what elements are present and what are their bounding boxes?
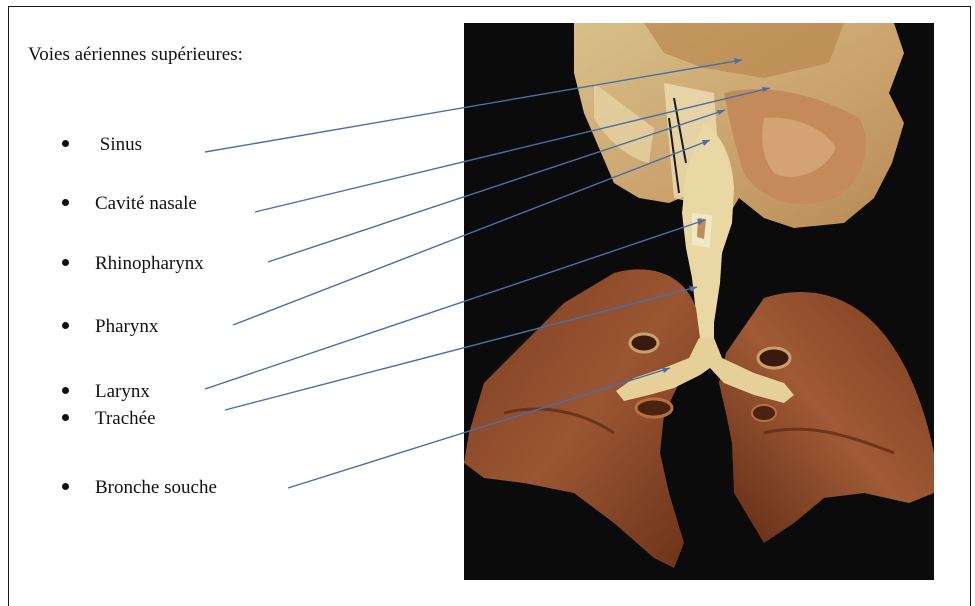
label-larynx: Larynx [95,381,150,402]
label-pharynx: Pharynx [95,316,158,337]
bullet-icon [62,199,69,206]
bullet-icon [62,259,69,266]
list-item-bronche-souche: Bronche souche [62,477,217,499]
bullet-icon [62,414,69,421]
bullet-icon [62,140,69,147]
list-item-trachee: Trachée [62,408,156,430]
bullet-icon [62,387,69,394]
bullet-icon [62,322,69,329]
label-trachee: Trachée [95,408,156,429]
list-item-pharynx: Pharynx [62,316,158,338]
bullet-icon [62,483,69,490]
label-bronche-souche: Bronche souche [95,477,217,498]
label-sinus: Sinus [95,134,142,155]
list-item-larynx: Larynx [62,381,150,403]
list-item-rhinopharynx: Rhinopharynx [62,253,204,275]
list-item-sinus: Sinus [62,134,142,156]
anatomy-photo [464,23,934,580]
label-cavite-nasale: Cavité nasale [95,193,197,214]
label-rhinopharynx: Rhinopharynx [95,253,204,274]
list-item-cavite-nasale: Cavité nasale [62,193,197,215]
figure-title: Voies aériennes supérieures: [28,44,243,66]
